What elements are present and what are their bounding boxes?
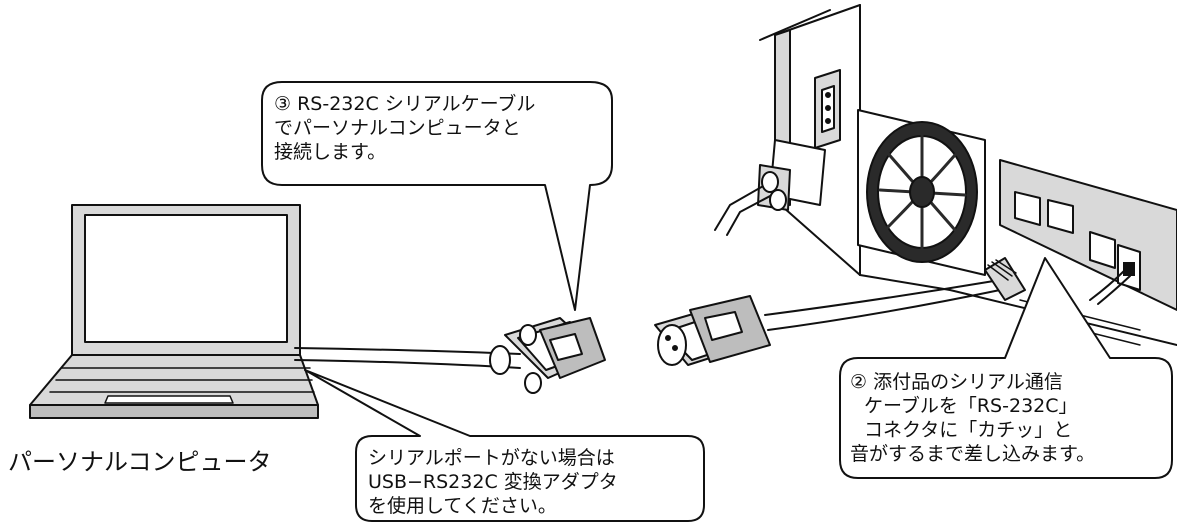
callout-usb-bubble bbox=[304, 369, 705, 522]
callout-step3-text: ③ RS-232C シリアルケーブル でパーソナルコンピュータと 接続します。 bbox=[274, 92, 535, 164]
callout-usb-text: シリアルポートがない場合は USB−RS232C 変換アダプタ を使用してくださ… bbox=[368, 446, 618, 518]
device-side-serial-cable bbox=[714, 139, 826, 236]
callout-step2-bubble bbox=[839, 257, 1173, 479]
rs232c-port bbox=[1117, 244, 1141, 291]
callout-step2-line: ケーブルを「RS-232C」 bbox=[864, 395, 1078, 417]
callout-usb-line: シリアルポートがない場合は bbox=[368, 447, 615, 469]
laptop-computer bbox=[29, 204, 319, 419]
callout-usb-line: USB−RS232C 変換アダプタ bbox=[368, 471, 618, 493]
callout-step3-bubble bbox=[261, 81, 613, 311]
callout-step2-text: ② 添付品のシリアル通信 ケーブルを「RS-232C」 コネクタに「カチッ」と … bbox=[850, 370, 1095, 466]
rj-connector bbox=[984, 257, 1026, 301]
device-fan bbox=[857, 109, 986, 276]
device-serial-port bbox=[814, 69, 841, 149]
db9-male-connector bbox=[654, 295, 771, 366]
callout-step3-line: ③ RS-232C シリアルケーブル bbox=[274, 93, 536, 115]
serial-cable bbox=[294, 257, 1131, 394]
callout-step3-line: 接続します。 bbox=[274, 141, 387, 163]
callout-usb-line: を使用してください。 bbox=[368, 495, 557, 517]
callout-step3-line: でパーソナルコンピュータと bbox=[274, 117, 521, 139]
db9-female-connector bbox=[489, 317, 606, 394]
callout-step2-line: ② 添付品のシリアル通信 bbox=[850, 371, 1063, 393]
callout-step2-line: コネクタに「カチッ」と bbox=[864, 419, 1073, 441]
callout-step2-line: 音がするまで差し込みます。 bbox=[850, 443, 1096, 465]
device-port-panel bbox=[999, 159, 1177, 311]
laptop-label: パーソナルコンピュータ bbox=[8, 448, 272, 476]
